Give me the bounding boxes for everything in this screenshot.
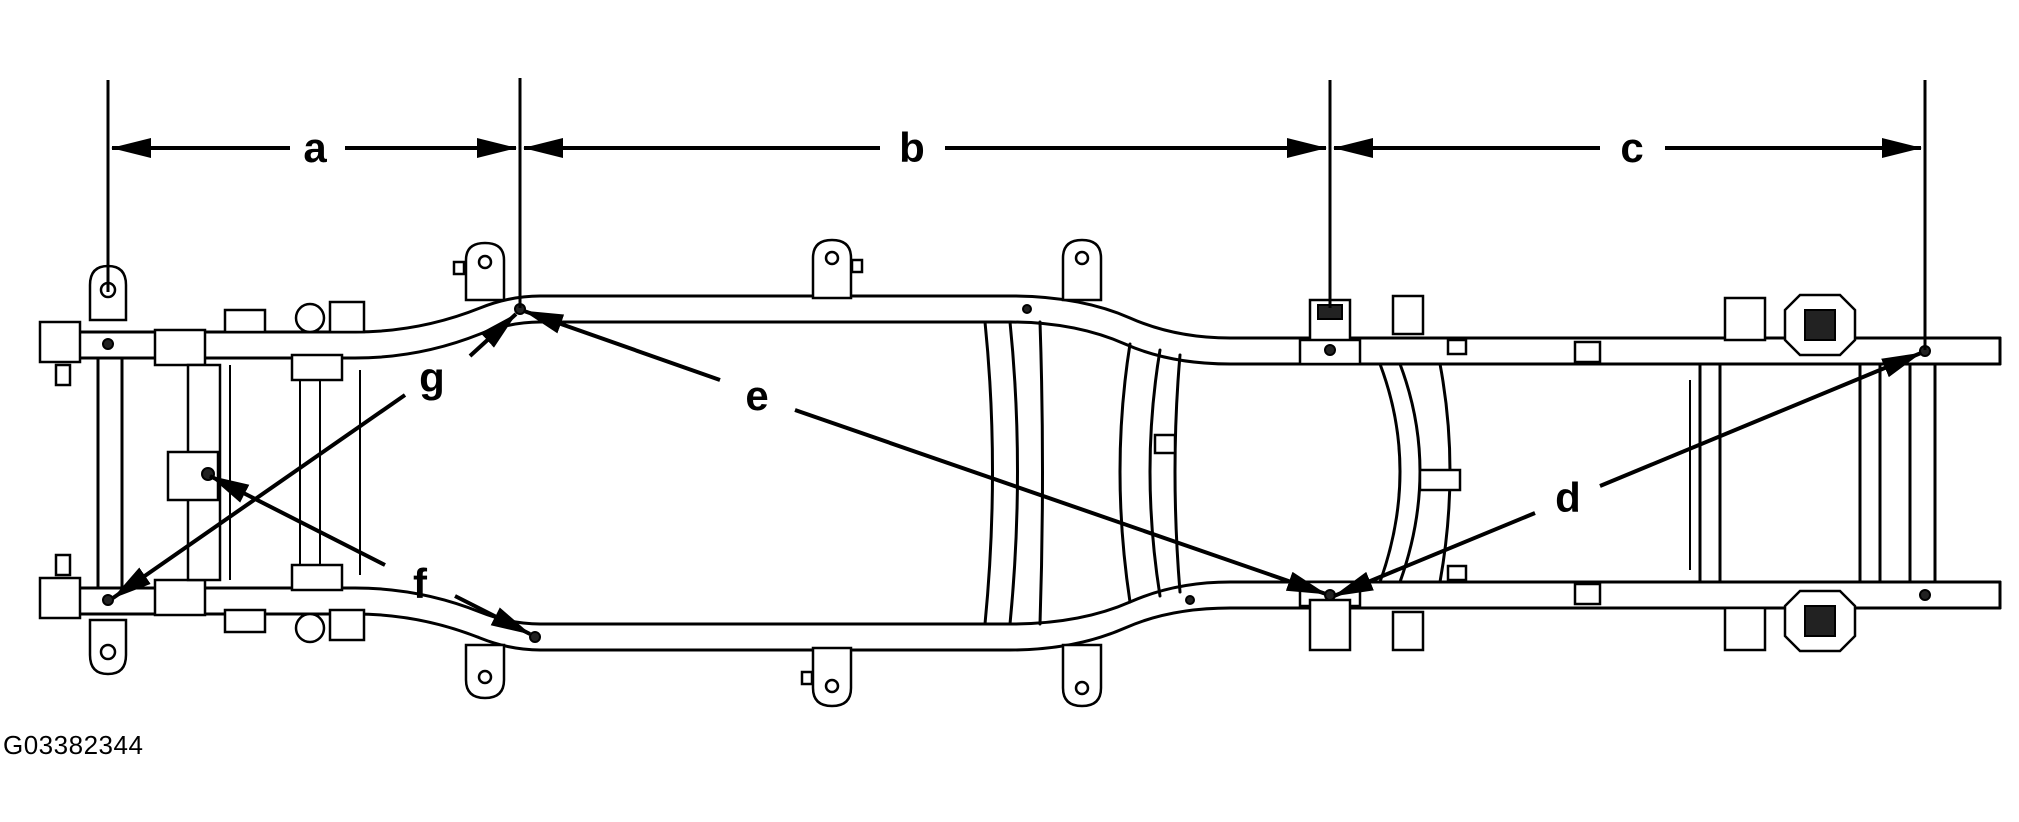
diagonal-label-f: f — [413, 560, 428, 607]
diagonal-f: f — [209, 474, 531, 636]
body-mount-3-upper — [811, 238, 864, 300]
vehicle-frame — [38, 238, 2002, 708]
body-mount-2-lower — [464, 643, 506, 700]
dimension-label-b: b — [899, 124, 925, 171]
body-mount-4-lower — [1061, 643, 1103, 708]
diagonal-g: g — [111, 312, 518, 600]
diagonal-e: e — [523, 309, 1327, 596]
body-mount-4-upper — [1061, 238, 1103, 302]
diagonal-label-d: d — [1555, 474, 1581, 521]
dimension-label-a: a — [303, 124, 327, 171]
extension-lines — [106, 78, 1927, 350]
dimension-c: c — [1333, 124, 1922, 171]
rear-section — [1573, 293, 1937, 653]
diagonal-label-g: g — [419, 354, 445, 401]
diagonal-label-e: e — [745, 372, 768, 419]
body-mount-3-lower — [800, 646, 853, 708]
transmission-crossmember — [983, 320, 1182, 626]
front-body-mount-lower — [88, 618, 128, 676]
figure-id: G03382344 — [3, 730, 144, 760]
body-mount-2-upper — [452, 241, 506, 302]
dimension-a: a — [111, 124, 517, 171]
dimension-b: b — [523, 124, 1327, 171]
front-suspension-crossmember — [153, 300, 366, 644]
front-crossmember — [38, 320, 124, 620]
dimension-label-c: c — [1620, 124, 1643, 171]
diagonal-d: d — [1333, 351, 1922, 598]
